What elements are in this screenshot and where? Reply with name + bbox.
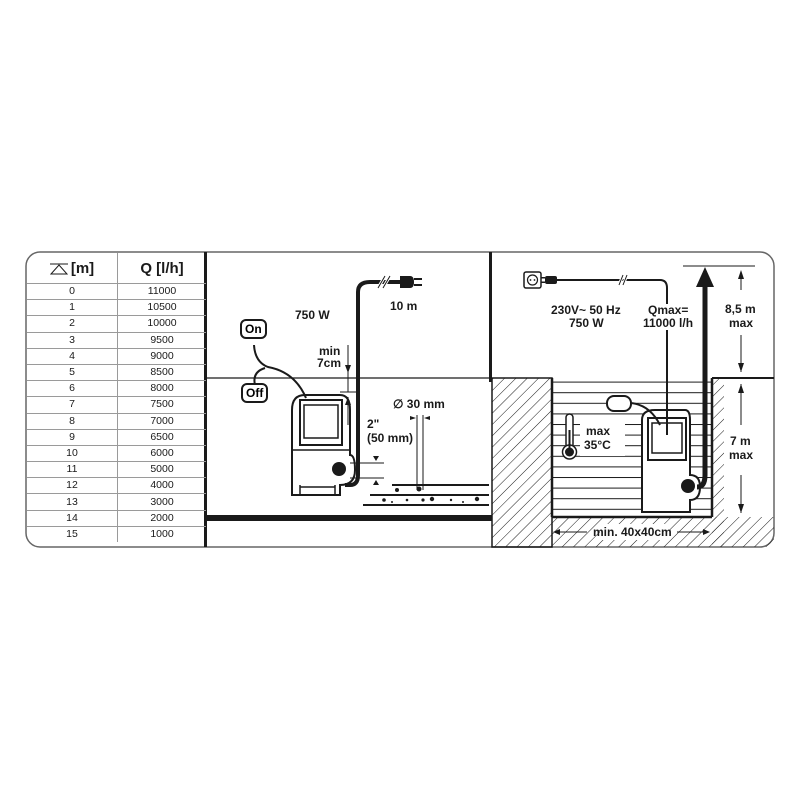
head-height-cell: 15: [27, 526, 118, 542]
off-switch-label: Off: [241, 383, 269, 403]
voltage-label: 230V~ 50 Hz: [551, 303, 621, 317]
head-height-cell: 13: [27, 493, 118, 511]
min-label: min: [319, 344, 341, 358]
cable-length-label: 10 m: [390, 299, 418, 313]
flow-rate-cell: 7000: [117, 413, 206, 430]
flow-rate-cell: 1000: [150, 527, 174, 540]
head-height-cell: 12: [27, 477, 118, 495]
head-height-cell: 4: [27, 348, 118, 365]
socket-icon: [523, 271, 557, 289]
head-height-cell: 1: [27, 299, 118, 317]
flow-rate-cell: 3000: [117, 493, 206, 511]
max-depth-max-label: max: [729, 448, 754, 462]
power-label-right: 750 W: [569, 316, 604, 330]
right-scene: [491, 265, 774, 548]
head-height-cell: 11: [27, 461, 118, 479]
head-height-cell: 6: [27, 380, 118, 398]
min-value-label: 7cm: [317, 356, 342, 370]
head-height-cell: 8: [27, 413, 118, 430]
thermometer-icon: [561, 413, 578, 460]
plug-icon: [400, 276, 422, 288]
header-head-height: [m]: [27, 253, 118, 284]
flow-rate-cell: 6500: [117, 429, 206, 446]
flow-rate-cell: 2000: [117, 510, 206, 527]
head-height-cell: 2: [27, 315, 118, 333]
shaft-size-label: min. 40x40cm: [593, 525, 672, 539]
flow-rate-cell: 11000: [117, 283, 206, 301]
head-height-cell: 7: [27, 396, 118, 414]
head-height-cell: 9: [27, 429, 118, 446]
flow-rate-cell: 6000: [117, 445, 206, 463]
max-depth-label: 7 m: [730, 434, 751, 448]
left-scene: [207, 275, 492, 521]
flow-arrow-icon: [696, 267, 714, 287]
head-height-triangle-icon: [49, 263, 68, 275]
flow-rate-cell: 5000: [117, 461, 206, 479]
on-switch-label: On: [240, 319, 267, 339]
flow-rate-cell: 7500: [117, 396, 206, 414]
head-height-cell: 0: [27, 283, 118, 301]
outlet-size-mm-label: (50 mm): [367, 431, 414, 445]
header-flow-rate: Q [l/h]: [117, 253, 206, 284]
hose-icon: [345, 280, 400, 487]
flow-rate-cell: 9000: [117, 348, 206, 365]
flow-rate-cell: 10500: [117, 299, 206, 317]
outlet-size-label: 2": [367, 417, 380, 431]
temp-value-label: 35°C: [584, 438, 611, 452]
head-height-cell: 10: [27, 445, 118, 463]
temp-max-label: max: [586, 424, 611, 438]
outer-frame: [25, 251, 775, 548]
qmax-label: Qmax=: [648, 303, 689, 317]
max-head-label: 8,5 m: [725, 302, 756, 316]
float-switch-icon: [606, 395, 632, 412]
head-height-cell: 3: [27, 332, 118, 349]
max-head-max-label: max: [729, 316, 754, 330]
flow-rate-cell: 8000: [117, 380, 206, 398]
head-height-cell: 14: [27, 510, 118, 527]
flow-rate-cell: 9500: [117, 332, 206, 349]
pump-icon: [291, 394, 357, 496]
power-label: 750 W: [295, 308, 330, 322]
head-height-cell: 5: [27, 364, 118, 382]
flow-rate-cell: 4000: [117, 477, 206, 495]
particle-size-label: ∅ 30 mm: [393, 397, 445, 411]
table-row: 15 1000: [27, 526, 206, 542]
flow-rate-cell: 8500: [117, 364, 206, 382]
flow-rate-cell: 10000: [117, 315, 206, 333]
qmax-value-label: 11000 l/h: [643, 316, 694, 330]
divider-mid: [489, 252, 492, 382]
